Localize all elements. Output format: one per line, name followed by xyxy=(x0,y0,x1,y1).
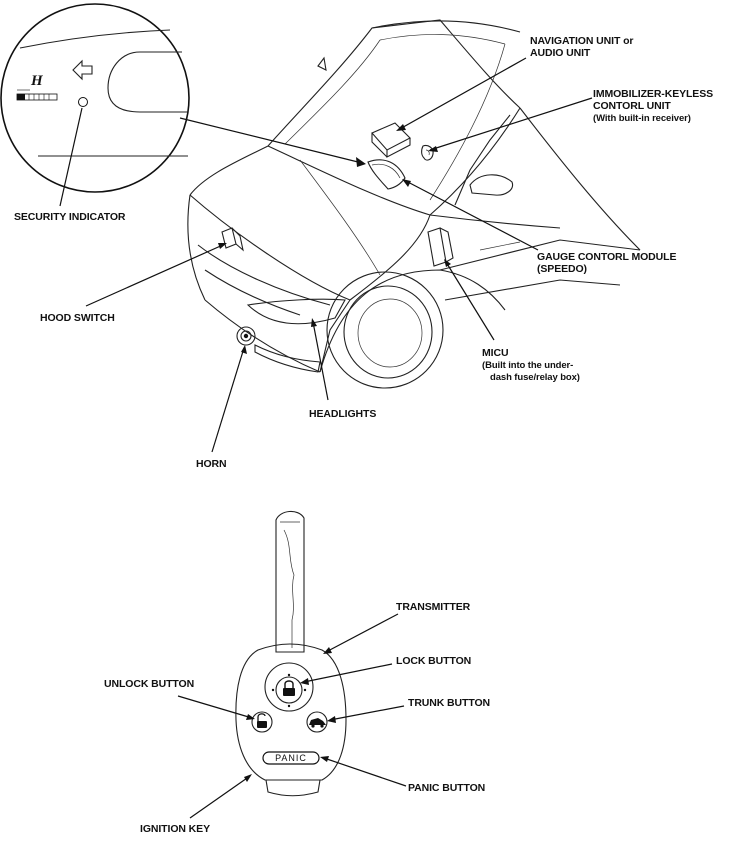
temperature-gauge-icon xyxy=(16,89,58,101)
ignition-key-label: IGNITION KEY xyxy=(140,823,210,835)
micu-note-line2: dash fuse/relay box) xyxy=(490,372,580,383)
transmitter-label: TRANSMITTER xyxy=(396,601,471,613)
unlock-button[interactable] xyxy=(251,711,273,733)
headlights-label: HEADLIGHTS xyxy=(309,408,376,420)
gauge-h-letter: H xyxy=(30,73,44,89)
gauge-module-label: GAUGE CONTORL MODULE xyxy=(537,251,676,263)
trunk-button-label: TRUNK BUTTON xyxy=(408,697,490,709)
lock-button[interactable] xyxy=(283,680,295,696)
immobilizer-label: IMMOBILIZER-KEYLESS xyxy=(593,88,713,100)
security-indicator-label: SECURITY INDICATOR xyxy=(14,211,126,223)
navigation-unit-label: NAVIGATION UNIT or xyxy=(530,35,633,47)
panic-button-text: PANIC xyxy=(275,753,307,763)
panic-button-label: PANIC BUTTON xyxy=(408,782,485,794)
control-unit-label: CONTORL UNIT xyxy=(593,100,671,112)
trunk-button[interactable] xyxy=(306,711,328,733)
micu-note-line1: (Built into the under- xyxy=(482,360,573,371)
key-labels: TRANSMITTER LOCK BUTTON UNLOCK BUTTON TR… xyxy=(104,601,490,835)
hood-switch-label: HOOD SWITCH xyxy=(40,312,115,324)
panic-button[interactable]: PANIC xyxy=(262,751,320,765)
left-arrow-icon xyxy=(72,59,93,81)
speedo-label: (SPEEDO) xyxy=(537,263,587,275)
audio-unit-label: AUDIO UNIT xyxy=(530,47,591,59)
lock-button-label: LOCK BUTTON xyxy=(396,655,471,667)
car-labels: SECURITY INDICATOR HOOD SWITCH HORN HEAD… xyxy=(14,35,713,470)
micu-label: MICU xyxy=(482,347,508,359)
callout-lines-car xyxy=(59,57,593,453)
security-indicator-zoom: H xyxy=(0,3,190,193)
key-fob-illustration: PANIC xyxy=(235,510,347,797)
car-illustration xyxy=(187,19,641,389)
receiver-note-label: (With built-in receiver) xyxy=(593,113,691,124)
horn-label: HORN xyxy=(196,458,227,470)
security-indicator-lamp xyxy=(78,97,88,107)
unlock-button-label: UNLOCK BUTTON xyxy=(104,678,194,690)
callout-lines-key xyxy=(177,613,407,819)
